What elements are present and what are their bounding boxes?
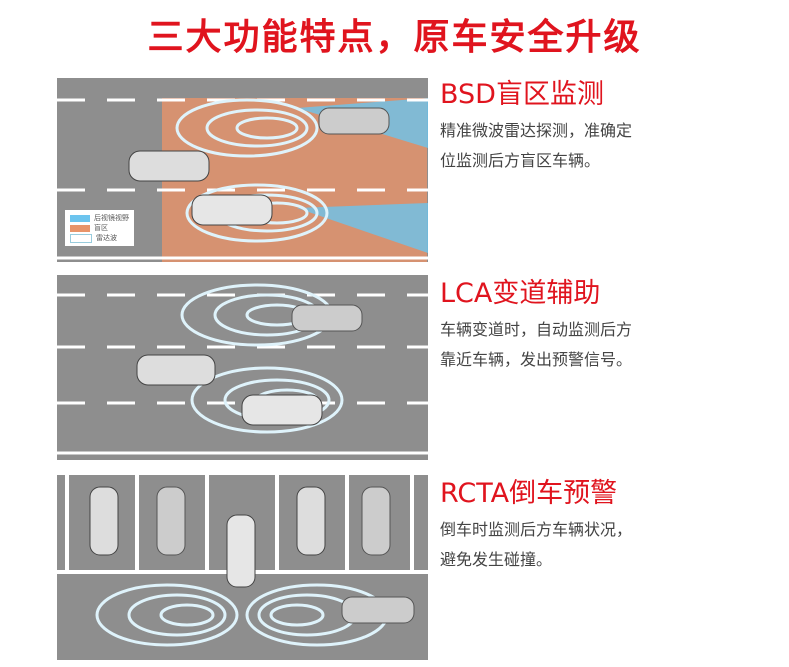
rcta-illustration <box>57 475 428 660</box>
legend: 后视镜视野 盲区 雷达波 <box>65 210 134 246</box>
legend-mirror: 后视镜视野 <box>94 214 129 222</box>
feature-title: LCA变道辅助 <box>440 278 601 309</box>
feature-bsd: BSD盲区监测 精准微波雷达探测，准确定位监测后方盲区车辆。 <box>440 78 740 176</box>
feature-title: RCTA倒车预警 <box>440 478 618 509</box>
legend-radar: 雷达波 <box>96 234 117 242</box>
feature-rcta: RCTA倒车预警 倒车时监测后方车辆状况， 避免发生碰撞。 <box>440 477 740 575</box>
feature-desc: 车辆变道时，自动监测后方 <box>440 320 633 339</box>
feature-desc: 靠近车辆，发出预警信号。 <box>440 350 633 369</box>
legend-blind: 盲区 <box>94 224 108 232</box>
feature-desc: 倒车时监测后方车辆状况， <box>440 520 633 539</box>
feature-desc: 位监测后方盲区车辆。 <box>440 151 601 170</box>
page-title: 三大功能特点，原车安全升级 <box>147 17 642 58</box>
feature-desc: 精准微波雷达探测，准确定 <box>440 121 633 140</box>
feature-desc: 避免发生碰撞。 <box>440 550 553 569</box>
bsd-illustration: 后视镜视野 盲区 雷达波 <box>57 78 428 262</box>
lca-illustration <box>57 275 428 460</box>
feature-title: BSD盲区监测 <box>440 79 604 110</box>
feature-lca: LCA变道辅助 车辆变道时，自动监测后方靠近车辆，发出预警信号。 <box>440 277 740 375</box>
